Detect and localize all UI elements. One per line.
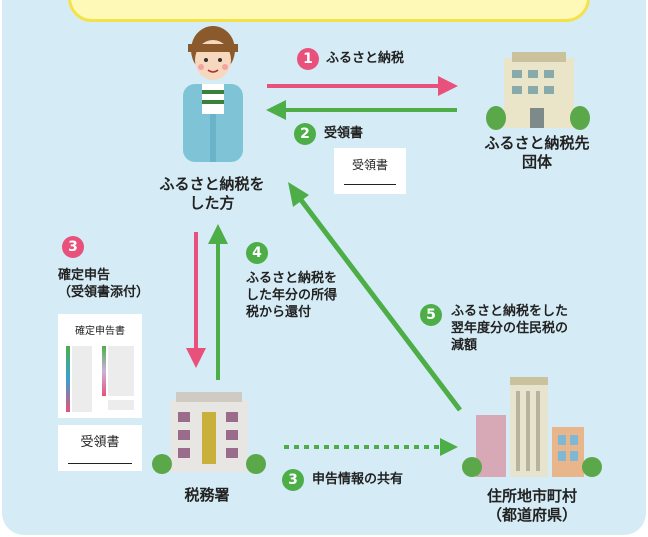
receipt-card-left-title: 受領書 — [80, 435, 120, 450]
person-illustration — [183, 26, 243, 162]
tax-return-color-bar-2 — [102, 346, 106, 396]
arrow-step5-head — [288, 182, 309, 207]
destination-label-line2: 団体 — [521, 153, 552, 171]
person-label: ふるさと納税を した方 — [122, 175, 302, 213]
step5-label-line1: ふるさと納税をした — [451, 304, 569, 319]
residence-label-line1: 住所地市町村 — [486, 487, 577, 505]
destination-label: ふるさと納税先 団体 — [457, 134, 617, 172]
step4-label-line2: した年分の所得 — [246, 288, 338, 303]
arrow-step3-head — [186, 348, 206, 368]
step3-label: 確定申告 （受領書添付） — [58, 267, 149, 301]
step1-badge: 1 — [297, 48, 319, 70]
tax-return-color-bar — [66, 346, 70, 412]
residence-building — [462, 377, 602, 477]
tax-return-footer-box — [108, 400, 134, 410]
step1-label: ふるさと納税 — [326, 51, 405, 66]
share-label: 申告情報の共有 — [312, 472, 404, 487]
arrow-step4-head — [208, 224, 228, 244]
receipt-card-top: 受領書 — [334, 148, 406, 194]
step5-label-line2: 翌年度分の住民税の — [451, 321, 569, 336]
step2-label: 受領書 — [324, 126, 364, 141]
tax-office-building — [152, 392, 266, 474]
step5-badge: 5 — [420, 304, 442, 326]
step5-label-line3: 減額 — [451, 338, 478, 353]
step4-label-line1: ふるさと納税を — [246, 271, 338, 286]
tax-return-card: 確定申告書 — [58, 314, 142, 418]
tax-return-column-left — [72, 346, 92, 412]
arrow-step2-head — [266, 100, 286, 120]
share-badge: 3 — [282, 469, 304, 491]
person-label-line2: した方 — [189, 194, 235, 212]
arrow-step5 — [296, 194, 462, 412]
tax-return-card-title: 確定申告書 — [75, 326, 125, 337]
person-label-line1: ふるさと納税を — [159, 175, 265, 193]
step4-label-line3: 税から還付 — [246, 305, 312, 320]
arrow-step1-head — [438, 76, 458, 96]
arrow-share-head — [440, 438, 458, 456]
step4-label: ふるさと納税を した年分の所得 税から還付 — [246, 270, 337, 321]
receipt-card-top-line — [344, 184, 396, 185]
destination-label-line1: ふるさと納税先 — [484, 134, 590, 152]
receipt-card-top-title: 受領書 — [351, 158, 388, 172]
tax-office-label: 税務署 — [184, 486, 230, 504]
step3-label-line1: 確定申告 — [58, 268, 111, 283]
destination-building — [486, 52, 590, 130]
step2-badge: 2 — [294, 123, 316, 145]
step5-label: ふるさと納税をした 翌年度分の住民税の 減額 — [451, 303, 568, 354]
step3-badge: 3 — [62, 236, 84, 258]
residence-label-line2: （都道府県） — [486, 506, 577, 524]
receipt-card-left: 受領書 — [58, 425, 142, 471]
step3-label-line2: （受領書添付） — [58, 285, 150, 300]
receipt-card-left-line — [68, 463, 132, 464]
tax-return-column-right — [108, 346, 134, 396]
residence-label: 住所地市町村 （都道府県） — [457, 487, 607, 525]
step4-badge: 4 — [246, 242, 268, 264]
